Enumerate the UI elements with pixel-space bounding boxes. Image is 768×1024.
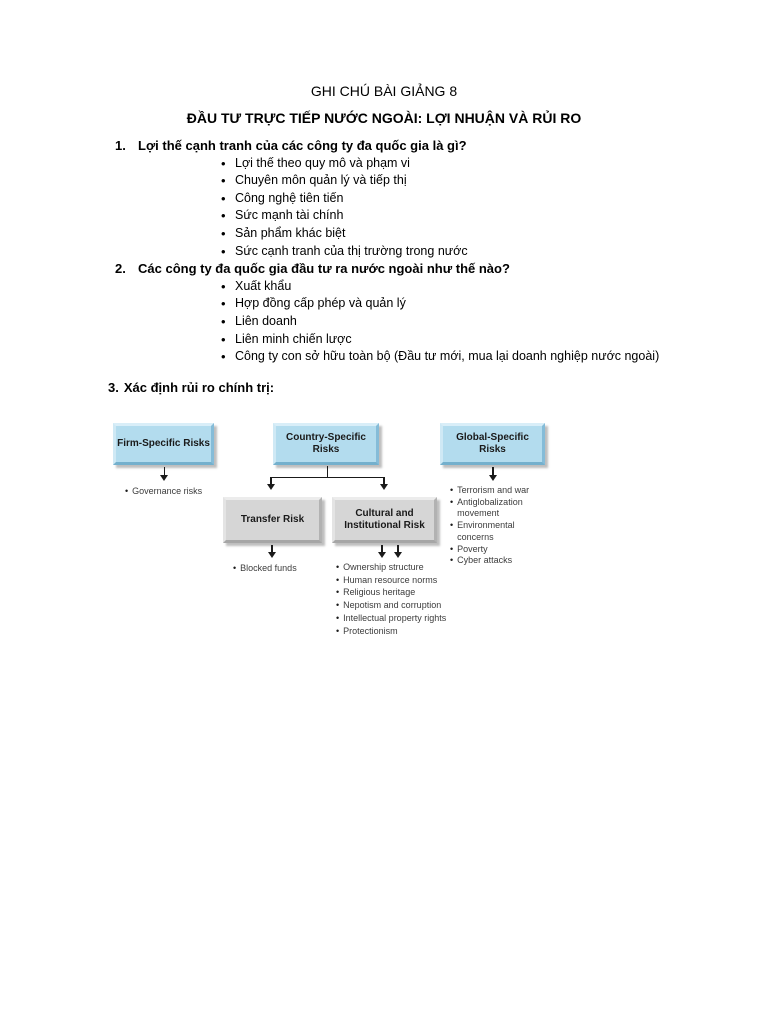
doc-subtitle: ĐẦU TƯ TRỰC TIẾP NƯỚC NGOÀI: LỢI NHUẬN V… <box>186 110 582 126</box>
list-item: Liên doanh <box>0 313 768 331</box>
box-global-specific-risks: Global-Specific Risks <box>440 423 545 465</box>
question-3-number: 3. <box>108 380 119 396</box>
question-1-number: 1. <box>115 138 126 154</box>
list-item: Cyber attacks <box>450 555 536 567</box>
question-2-number: 2. <box>115 261 126 277</box>
list-item: Governance risks <box>125 486 220 497</box>
box-country-specific-risks: Country-Specific Risks <box>273 423 379 465</box>
arrow-head-firm <box>160 475 168 481</box>
list-item: Human resource norms <box>336 574 466 587</box>
question-1-text: Lợi thế cạnh tranh của các công ty đa qu… <box>138 138 467 154</box>
arrow-line-to-transfer <box>270 476 272 485</box>
list-item: Chuyên môn quản lý và tiếp thị <box>0 172 768 190</box>
list-item: Sức cạnh tranh của thị trường trong nước <box>0 243 768 261</box>
list-item: Intellectual property rights <box>336 612 466 625</box>
list-item: Terrorism and war <box>450 485 536 497</box>
cultural-risk-list: Ownership structure Human resource norms… <box>336 561 466 637</box>
list-item: Ownership structure <box>336 561 466 574</box>
firm-risk-list: Governance risks <box>125 486 220 497</box>
list-item: Lợi thế theo quy mô và phạm vi <box>0 155 768 173</box>
transfer-risk-list: Blocked funds <box>233 563 328 574</box>
list-item: Protectionism <box>336 625 466 638</box>
list-item: Antiglobalization movement <box>450 497 536 520</box>
doc-title: GHI CHÚ BÀI GIẢNG 8 <box>310 83 458 99</box>
question-3-text: Xác định rủi ro chính trị: <box>123 380 275 396</box>
arrow-line-transfer <box>271 545 273 553</box>
question-2-bullets: Xuất khẩu Hợp đồng cấp phép và quản lý L… <box>0 278 768 366</box>
box-transfer-risk: Transfer Risk <box>223 497 322 543</box>
box-firm-specific-risks: Firm-Specific Risks <box>113 423 214 465</box>
list-item: Công ty con sở hữu toàn bộ (Đầu tư mới, … <box>0 348 768 366</box>
list-item: Xuất khẩu <box>0 278 768 296</box>
list-item: Sức mạnh tài chính <box>0 207 768 225</box>
arrow-line-global <box>492 467 494 476</box>
list-item: Environmental concerns <box>450 520 536 543</box>
arrow-line-country-stem <box>326 466 328 478</box>
list-item: Nepotism and corruption <box>336 599 466 612</box>
list-item: Liên minh chiến lược <box>0 331 768 349</box>
arrow-line-cultural-right <box>397 545 399 553</box>
arrow-line-cultural-left <box>381 545 383 553</box>
list-item: Hợp đồng cấp phép và quản lý <box>0 295 768 313</box>
arrow-head-to-transfer <box>266 484 275 490</box>
arrow-line-country-branch <box>270 476 384 478</box>
arrow-head-cultural-right <box>393 552 402 558</box>
list-item: Poverty <box>450 544 536 556</box>
arrow-head-to-cultural <box>379 484 388 490</box>
list-item: Blocked funds <box>233 563 328 574</box>
notes-list: 1. Lợi thế cạnh tranh của các công ty đa… <box>0 137 768 396</box>
list-item: Sản phẩm khác biệt <box>0 225 768 243</box>
arrow-head-cultural-left <box>377 552 386 558</box>
question-3-heading: 3. Xác định rủi ro chính trị: <box>0 379 768 397</box>
question-2-text: Các công ty đa quốc gia đầu tư ra nước n… <box>138 261 510 277</box>
box-cultural-institutional-risk: Cultural and Institutional Risk <box>332 497 437 543</box>
arrow-line-firm <box>163 467 165 476</box>
question-2-heading: 2. Các công ty đa quốc gia đầu tư ra nướ… <box>0 260 768 278</box>
list-item: Công nghệ tiên tiến <box>0 190 768 208</box>
arrow-line-to-cultural <box>383 476 385 485</box>
question-1-bullets: Lợi thế theo quy mô và phạm vi Chuyên mô… <box>0 155 768 261</box>
question-1-heading: 1. Lợi thế cạnh tranh của các công ty đa… <box>0 137 768 155</box>
arrow-head-global <box>488 475 497 481</box>
arrow-head-transfer <box>267 552 276 558</box>
global-risk-list: Terrorism and war Antiglobalization move… <box>450 485 536 567</box>
list-item: Religious heritage <box>336 586 466 599</box>
